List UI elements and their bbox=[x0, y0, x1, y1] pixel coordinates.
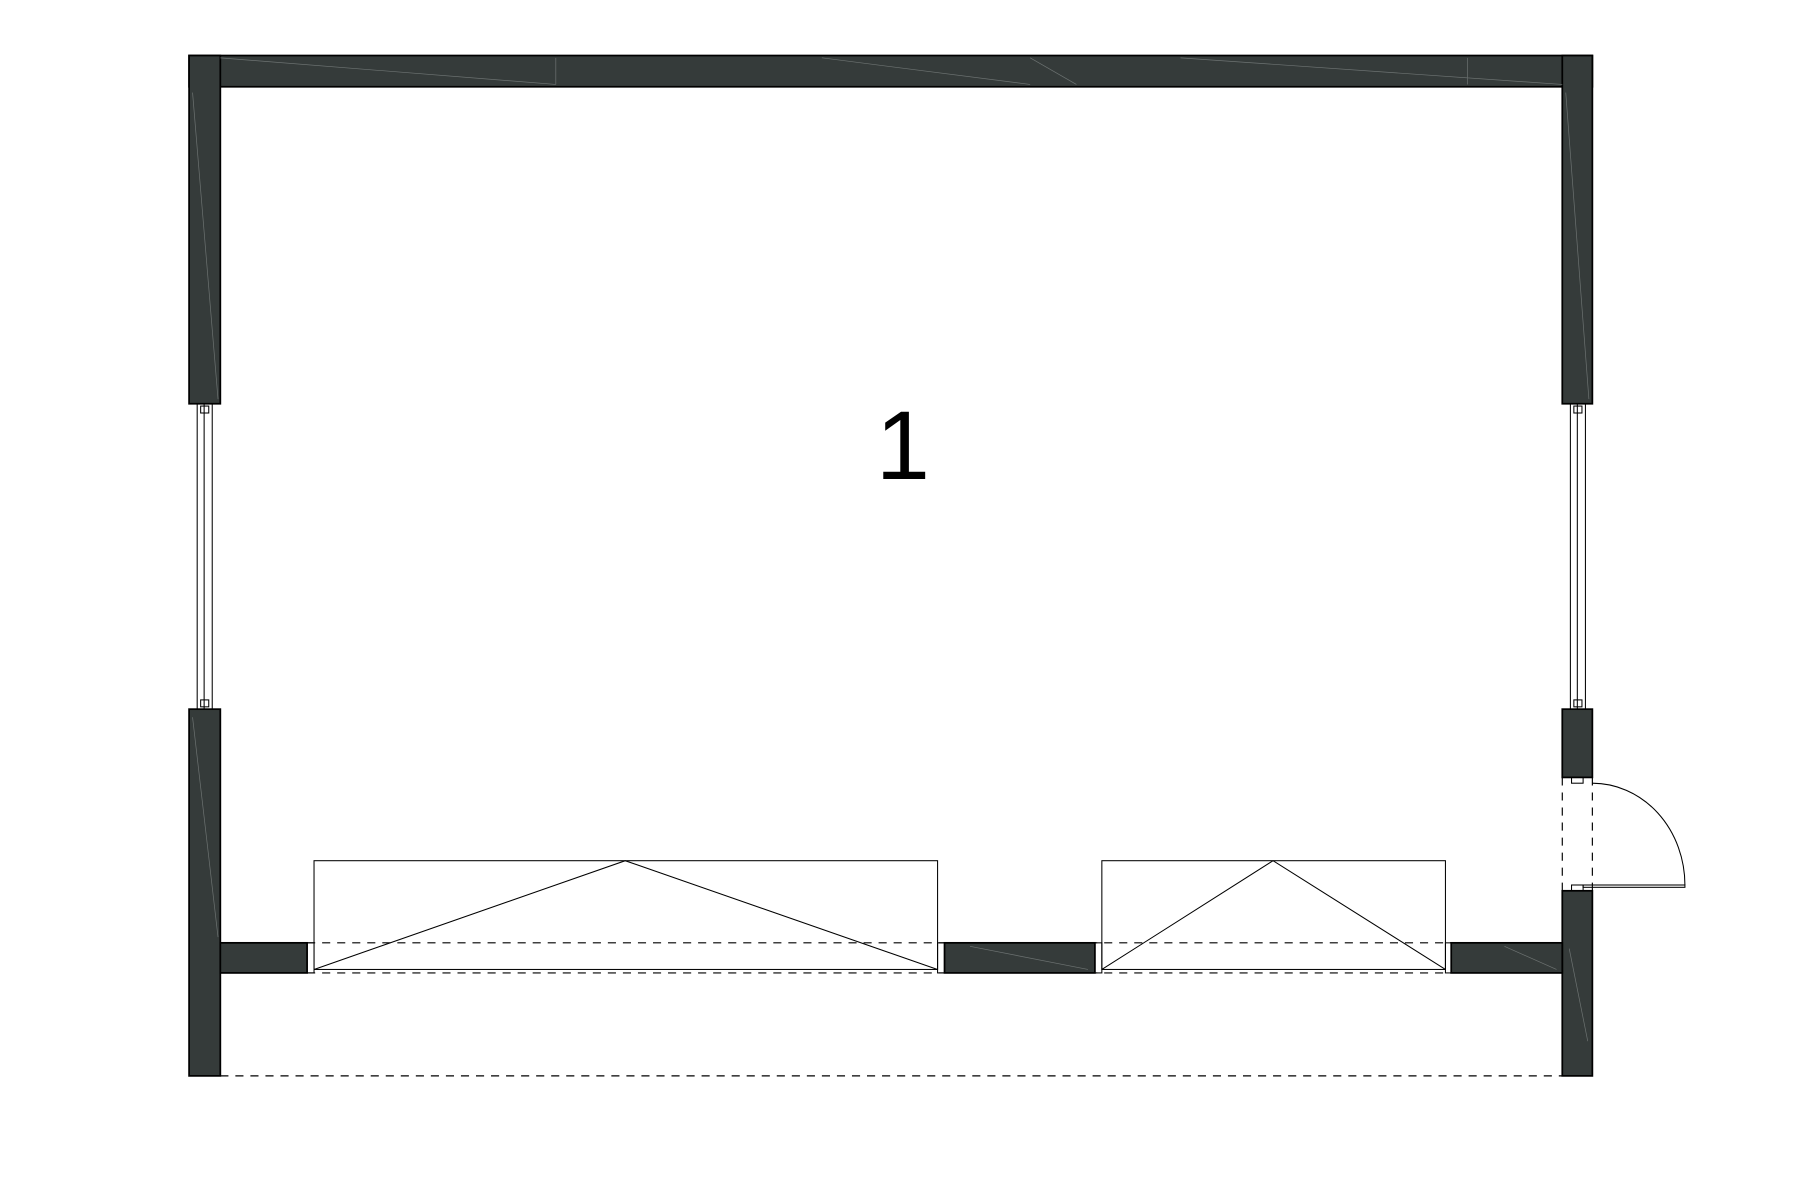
window-right-jamb-bottom bbox=[1573, 699, 1583, 708]
walls bbox=[188, 54, 1594, 1077]
entry-door-jamb-bottom bbox=[1571, 884, 1584, 892]
garage-door-large-jamb-right bbox=[937, 942, 946, 974]
garage-door-small bbox=[1094, 860, 1452, 974]
right-wall-mid bbox=[1561, 708, 1594, 779]
window-left-jamb-top bbox=[200, 405, 210, 414]
entry-door-leaf bbox=[1582, 884, 1686, 888]
inner-wall-right bbox=[1450, 941, 1564, 974]
top-wall bbox=[188, 54, 1594, 88]
entry-door-jamb-top bbox=[1571, 776, 1584, 784]
garage-door-small-swing bbox=[1101, 860, 1446, 970]
entry-door bbox=[1571, 776, 1686, 892]
window-left bbox=[196, 403, 213, 710]
inner-wall-middle bbox=[943, 941, 1096, 974]
right-wall-lower bbox=[1561, 889, 1594, 1077]
garage-door-large-swing bbox=[313, 860, 938, 970]
window-left-jamb-bottom bbox=[200, 699, 210, 708]
garage-door-large-panel bbox=[313, 860, 939, 970]
garage-door-small-jamb-right bbox=[1444, 942, 1452, 974]
garage-door-large bbox=[306, 860, 946, 974]
window-right-jamb-top bbox=[1573, 405, 1583, 414]
left-wall-lower bbox=[188, 708, 222, 1077]
garage-door-large-jamb-left bbox=[306, 942, 315, 974]
inner-wall-left bbox=[219, 941, 308, 974]
windows bbox=[196, 403, 1586, 710]
garage-door-small-panel bbox=[1101, 860, 1446, 970]
garage-door-small-jamb-left bbox=[1094, 942, 1103, 974]
room-label: 1 bbox=[876, 391, 930, 500]
entry-door-swing-arc bbox=[1592, 782, 1686, 886]
dashed-lines bbox=[220, 777, 1593, 1077]
window-right bbox=[1569, 403, 1586, 710]
wall-hatching bbox=[192, 57, 1590, 1042]
